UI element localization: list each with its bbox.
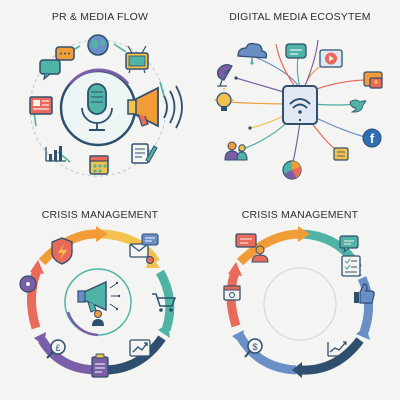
panel-title: CRISIS MANAGEMENT xyxy=(41,209,159,221)
megaphone-icon xyxy=(77,280,121,313)
svg-text:$: $ xyxy=(252,342,257,352)
panel-title: PR & MEDIA FLOW xyxy=(51,11,149,23)
server-icon xyxy=(333,147,349,161)
newspaper-icon xyxy=(29,96,53,115)
dollar-search-icon: $ xyxy=(244,338,263,358)
digital-media-ecosystem-panel: DIGITAL MEDIA ECOSYTEM xyxy=(200,0,400,200)
press-release-icon xyxy=(131,143,158,164)
checklist-icon xyxy=(91,353,109,378)
tablet-wifi-icon xyxy=(282,85,318,125)
satellite-dish-icon xyxy=(217,64,233,87)
crisis-cycle-diagram: £ xyxy=(19,226,177,378)
chat-icon xyxy=(285,43,307,59)
photos-icon xyxy=(363,71,383,89)
disc-icon xyxy=(19,275,37,293)
growth-chart-icon xyxy=(129,339,151,357)
chat-bubbles-icon xyxy=(39,46,75,81)
panel-title: DIGITAL MEDIA ECOSYTEM xyxy=(229,11,371,23)
people-icon xyxy=(224,141,248,161)
bar-chart-icon xyxy=(45,146,66,162)
thumbs-up-icon xyxy=(354,283,375,304)
panel-title: CRISIS MANAGEMENT xyxy=(241,209,359,221)
checklist-icon xyxy=(341,255,361,277)
inner-accent xyxy=(66,311,99,337)
crisis-management-panel-2: CRISIS MANAGEMENT xyxy=(200,200,400,400)
dollar-search-icon: £ xyxy=(46,339,66,359)
calendar-icon xyxy=(223,285,241,301)
cloud-icon xyxy=(237,42,268,65)
digital-media-ecosystem-diagram: f xyxy=(214,39,383,180)
svg-text:£: £ xyxy=(55,343,60,353)
facebook-icon: f xyxy=(362,128,382,148)
calendar-icon xyxy=(89,155,109,175)
shield-icon xyxy=(51,237,73,265)
crisis-management-panel-1: CRISIS MANAGEMENT xyxy=(0,200,200,400)
shopping-cart-icon xyxy=(152,293,177,312)
inner-circle xyxy=(263,267,337,341)
growth-chart-icon xyxy=(327,341,348,357)
pr-media-flow-panel: PR & MEDIA FLOW xyxy=(0,0,200,200)
twitter-bird-icon xyxy=(349,99,367,113)
presentation-icon xyxy=(235,233,269,263)
globe-icon xyxy=(87,34,109,56)
person-icon xyxy=(92,310,104,326)
megaphone-icon xyxy=(127,85,183,129)
svg-text:f: f xyxy=(370,131,375,146)
play-icon xyxy=(319,49,343,68)
email-icon xyxy=(129,233,159,264)
inner-circle-accent xyxy=(68,68,130,85)
tv-icon xyxy=(125,45,149,74)
chat-icon xyxy=(339,235,359,254)
pie-chart-icon xyxy=(282,160,302,180)
pr-media-flow-diagram xyxy=(29,34,183,177)
microphone-icon xyxy=(81,83,113,131)
lightbulb-icon xyxy=(214,88,234,111)
crisis-cycle-diagram: $ xyxy=(223,226,375,378)
